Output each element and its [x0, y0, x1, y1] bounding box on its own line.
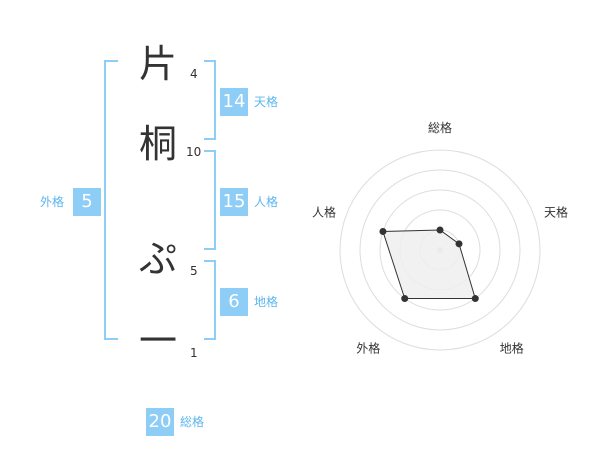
stroke-count-4: 1: [190, 346, 198, 360]
tenkaku-bracket: [204, 60, 216, 140]
stroke-count-3: 5: [190, 264, 198, 278]
stroke-count-2: 10: [186, 145, 202, 159]
chikaku-value: 6: [220, 288, 248, 316]
radar-axis-label: 人格: [312, 204, 336, 219]
radar-axis-label: 外格: [356, 341, 380, 356]
radar-axis-label: 総格: [428, 120, 452, 135]
radar-axis-label: 天格: [544, 204, 568, 219]
tenkaku-label: 天格: [254, 95, 279, 109]
radar-point-3: [471, 295, 479, 303]
chikaku-label: 地格: [254, 295, 279, 309]
radar-point-2: [455, 240, 463, 248]
radar-ring: [359, 169, 521, 331]
radar-point-4: [401, 295, 409, 303]
name-char-3: ぷ: [138, 237, 177, 281]
jinkaku-bracket: [204, 150, 216, 250]
soukaku-label: 総格: [180, 415, 205, 429]
gaikaku-value: 5: [73, 188, 101, 216]
name-char-1: 片: [138, 42, 177, 86]
tenkaku-value: 14: [220, 88, 248, 116]
name-char-2: 桐: [138, 122, 177, 166]
radar-ring: [379, 189, 501, 311]
gaikaku-bracket: [104, 60, 118, 340]
gaikaku-label: 外格: [40, 195, 65, 209]
radar-ring: [339, 149, 541, 351]
soukaku-value: 20: [146, 408, 174, 436]
jinkaku-label: 人格: [254, 195, 279, 209]
radar-axis-label: 地格: [500, 341, 524, 356]
radar-series-area: [382, 229, 476, 300]
chikaku-bracket: [204, 260, 216, 340]
radar-point-5: [379, 227, 387, 235]
radar-point-1: [436, 226, 444, 234]
name-char-4: 一: [138, 319, 177, 363]
jinkaku-value: 15: [220, 188, 248, 216]
stroke-count-1: 4: [190, 67, 198, 81]
